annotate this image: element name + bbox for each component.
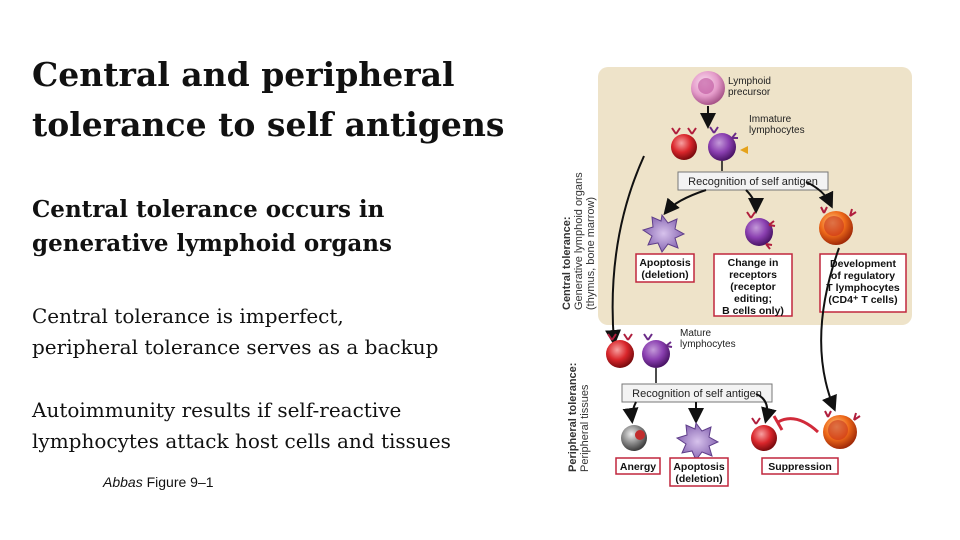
immature-lymphocyte-purple: [708, 126, 748, 161]
subtitle-line-2: generative lymphoid organs: [32, 230, 392, 257]
paragraph-1-line-1: Central tolerance is imperfect,: [32, 304, 344, 328]
receptor-edited-cell: [745, 211, 776, 250]
paragraph-2-line-1: Autoimmunity results if self-reactive: [32, 398, 402, 422]
slide-title-line-1: Central and peripheral: [32, 55, 455, 94]
slide-subtitle: Central tolerance occurs in generative l…: [32, 193, 532, 261]
recognition-peripheral-label: Recognition of self antigen: [632, 388, 762, 400]
regulatory-line-2: of regulatory: [831, 270, 895, 282]
change-line-5: B cells only): [722, 305, 784, 317]
suppressed-cell: [751, 417, 777, 451]
mature-label-1: Mature: [680, 328, 712, 339]
apoptosis-deletion-box-central: [635, 253, 695, 283]
change-in-receptors-box: [713, 253, 793, 317]
mature-lymphocyte-purple: [642, 333, 673, 368]
anergy-label: Anergy: [620, 461, 656, 473]
peripheral-tolerance-side-label: Peripheral tolerance: Peripheral tissues: [567, 363, 591, 472]
mature-lymphocyte-red: [606, 333, 634, 368]
suppression-label: Suppression: [768, 461, 832, 473]
change-line-3: (receptor: [730, 281, 776, 293]
svg-text:Generative lymphoid organs: Generative lymphoid organs: [573, 172, 585, 310]
apoptosis-peripheral-line-2: (deletion): [675, 473, 722, 485]
recognition-self-antigen-central: [677, 171, 829, 191]
central-tolerance-side-label: Central tolerance: Generative lymphoid o…: [561, 172, 597, 310]
apoptotic-cell-peripheral: [675, 421, 720, 461]
regulatory-line-4: (CD4⁺ T cells): [828, 294, 897, 306]
svg-text:Peripheral tolerance:: Peripheral tolerance:: [567, 363, 579, 472]
immature-lymphocyte-red: [671, 127, 697, 160]
paragraph-2-line-2: lymphocytes attack host cells and tissue…: [32, 429, 451, 453]
tolerance-diagram: Central tolerance: Generative lymphoid o…: [561, 67, 912, 487]
mature-label-2: lymphocytes: [680, 339, 736, 350]
regulatory-t-development-box: [819, 253, 907, 313]
figure-caption: Abbas Figure 9–1: [103, 474, 214, 490]
suppression-inhibition-arrow: [777, 417, 820, 434]
regulatory-line-1: Development: [830, 258, 896, 270]
change-line-4: editing;: [734, 293, 772, 305]
paragraph-1-line-2: peripheral tolerance serves as a backup: [32, 335, 439, 359]
apoptosis-deletion-box-peripheral: [669, 457, 729, 487]
caption-author: Abbas: [103, 474, 143, 490]
recognition-central-label: Recognition of self antigen: [688, 176, 818, 188]
anergy-box: [615, 457, 661, 475]
anergic-cell: [621, 425, 647, 451]
lymphoid-precursor-label-2: precursor: [728, 87, 771, 98]
regulatory-t-cell-peripheral: [823, 410, 861, 449]
regulatory-t-cell: [819, 206, 857, 245]
regulatory-line-3: T lymphocytes: [826, 282, 900, 294]
paragraph-imperfect-tolerance: Central tolerance is imperfect, peripher…: [32, 301, 532, 363]
apoptosis-central-line-1: Apoptosis: [639, 257, 690, 269]
paragraph-autoimmunity: Autoimmunity results if self-reactive ly…: [32, 395, 532, 457]
immature-label-1: Immature: [749, 114, 792, 125]
slide-title: Central and peripheral tolerance to self…: [32, 50, 532, 150]
svg-text:Central tolerance:: Central tolerance:: [561, 216, 573, 310]
apoptotic-cell-central: [641, 213, 686, 253]
apoptosis-peripheral-line-1: Apoptosis: [673, 461, 724, 473]
lymphoid-precursor-cell: [691, 71, 725, 105]
subtitle-line-1: Central tolerance occurs in: [32, 196, 385, 223]
apoptosis-central-line-2: (deletion): [641, 269, 688, 281]
change-line-1: Change in: [728, 257, 779, 269]
slide-title-line-2: tolerance to self antigens: [32, 105, 505, 144]
suppression-box: [761, 457, 839, 475]
caption-figure-number: Figure 9–1: [142, 474, 214, 490]
immature-label-2: lymphocytes: [749, 125, 805, 136]
lymphoid-precursor-label-1: Lymphoid: [728, 76, 771, 87]
svg-text:Peripheral tissues: Peripheral tissues: [579, 384, 591, 472]
svg-text:(thymus, bone marrow): (thymus, bone marrow): [585, 197, 597, 310]
change-line-2: receptors: [729, 269, 777, 281]
